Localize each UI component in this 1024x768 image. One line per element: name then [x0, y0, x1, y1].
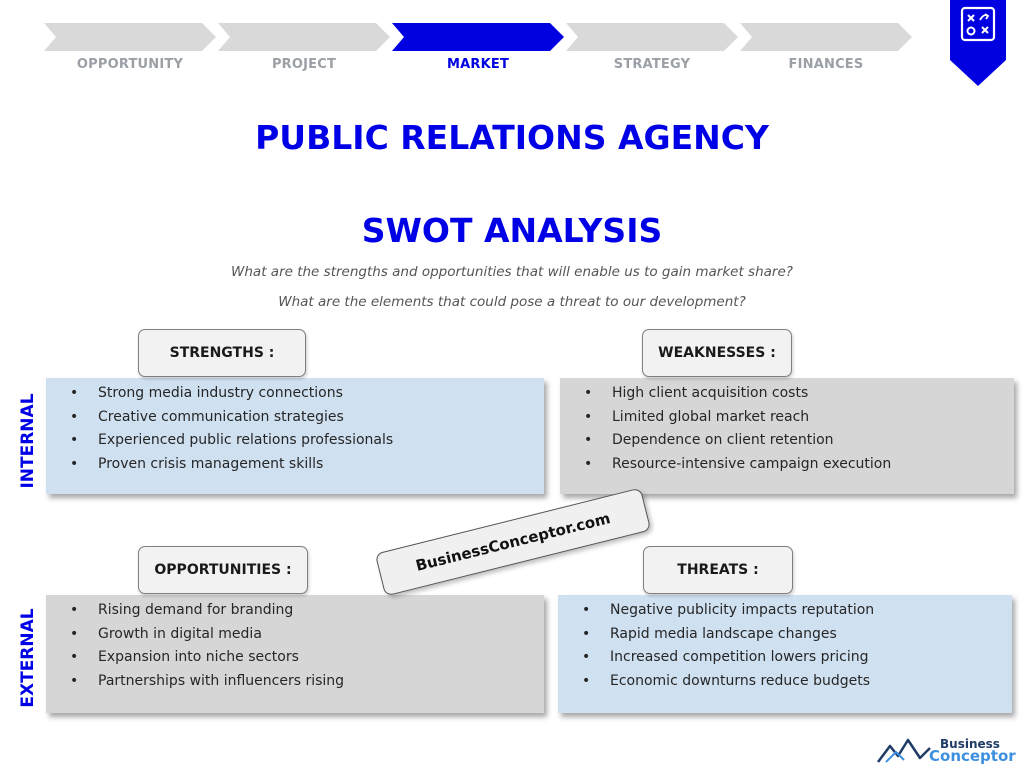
list-item: Experienced public relations professiona…: [46, 429, 393, 453]
list-item: Strong media industry connections: [46, 382, 393, 406]
list-item: Proven crisis management skills: [46, 453, 393, 477]
weaknesses-list: High client acquisition costs Limited gl…: [560, 382, 891, 476]
strengths-box: Strong media industry connections Creati…: [46, 378, 544, 494]
threats-box: Negative publicity impacts reputation Ra…: [558, 595, 1012, 713]
step-label: STRATEGY: [613, 57, 691, 72]
opportunities-box: Rising demand for branding Growth in dig…: [46, 595, 544, 713]
threats-list: Negative publicity impacts reputation Ra…: [558, 599, 874, 693]
list-item: Partnerships with influencers rising: [46, 670, 344, 694]
step-label: FINANCES: [788, 57, 864, 72]
step-market[interactable]: MARKET: [392, 23, 564, 79]
step-strategy[interactable]: STRATEGY: [566, 23, 738, 79]
step-label: OPPORTUNITY: [76, 57, 184, 72]
logo-text: Business: [940, 737, 1000, 751]
strategy-board-icon: [950, 0, 1006, 86]
step-arrow-shape: [740, 23, 912, 51]
list-item: Increased competition lowers pricing: [558, 646, 874, 670]
list-item: Rising demand for branding: [46, 599, 344, 623]
opportunities-header: OPPORTUNITIES :: [138, 546, 308, 594]
question-text: What are the elements that could pose a …: [278, 294, 746, 310]
list-item: Negative publicity impacts reputation: [558, 599, 874, 623]
list-item: Limited global market reach: [560, 406, 891, 430]
question-text: What are the strengths and opportunities…: [231, 264, 793, 280]
list-item: Economic downturns reduce budgets: [558, 670, 874, 694]
external-label: EXTERNAL: [18, 608, 38, 708]
list-item: Creative communication strategies: [46, 406, 393, 430]
step-project[interactable]: PROJECT: [218, 23, 390, 79]
threats-header: THREATS :: [643, 546, 793, 594]
list-item: Growth in digital media: [46, 623, 344, 647]
step-arrow-shape: [44, 23, 216, 51]
step-arrow-shape: [392, 23, 564, 51]
watermark-stamp: BusinessConceptor.com: [374, 487, 652, 597]
step-finances[interactable]: FINANCES: [740, 23, 912, 79]
internal-label: INTERNAL: [18, 393, 38, 489]
opportunities-list: Rising demand for branding Growth in dig…: [46, 599, 344, 693]
list-item: Resource-intensive campaign execution: [560, 453, 891, 477]
strengths-list: Strong media industry connections Creati…: [46, 382, 393, 476]
step-arrow-shape: [218, 23, 390, 51]
progress-steps: OPPORTUNITY PROJECT MARKET STRATEGY FINA…: [44, 23, 914, 79]
list-item: High client acquisition costs: [560, 382, 891, 406]
step-arrow-shape: [566, 23, 738, 51]
strengths-header: STRENGTHS :: [138, 329, 306, 377]
bookmark-badge[interactable]: [950, 0, 1006, 86]
step-label: PROJECT: [271, 57, 337, 72]
logo-text: Conceptor: [929, 747, 1016, 765]
list-item: Rapid media landscape changes: [558, 623, 874, 647]
mountain-logo-icon: [877, 738, 931, 763]
list-item: Expansion into niche sectors: [46, 646, 344, 670]
step-label: MARKET: [446, 57, 510, 72]
step-opportunity[interactable]: OPPORTUNITY: [44, 23, 216, 79]
business-conceptor-logo: Business Conceptor: [876, 734, 1016, 766]
list-item: Dependence on client retention: [560, 429, 891, 453]
page-title: PUBLIC RELATIONS AGENCY: [255, 118, 769, 157]
weaknesses-header: WEAKNESSES :: [642, 329, 792, 377]
weaknesses-box: High client acquisition costs Limited gl…: [560, 378, 1014, 494]
section-title: SWOT ANALYSIS: [361, 211, 663, 250]
